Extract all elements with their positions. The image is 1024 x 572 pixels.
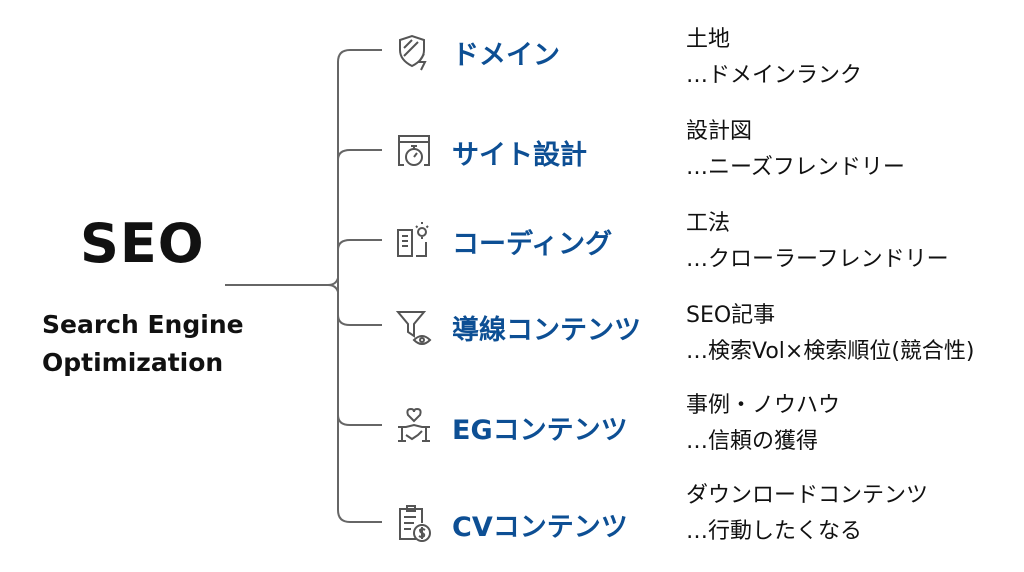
branch-desc-cv-content: ダウンロードコンテンツ …行動したくなる (686, 478, 928, 550)
branch-connector (337, 509, 382, 523)
branch-label-coding: コーディング (452, 229, 613, 260)
branch-connector (337, 414, 382, 426)
branch-desc-domain: 土地 …ドメインランク (686, 22, 862, 94)
branch-connector (337, 149, 382, 161)
browser-stopwatch-icon (398, 135, 430, 166)
branch-label-domain: ドメイン (452, 40, 560, 71)
branch-label-cv-content: CVコンテンツ (452, 512, 628, 543)
desc-line-1: ダウンロードコンテンツ (686, 483, 929, 508)
root-title: SEO (80, 212, 205, 275)
desc-line-1: SEO記事 (686, 303, 776, 328)
desc-line-1: 工法 (686, 211, 731, 236)
branch-label-site-design: サイト設計 (452, 140, 587, 171)
desc-line-2: …ドメインランク (686, 63, 863, 88)
root-connector (225, 277, 339, 293)
branch-desc-eg-content: 事例・ノウハウ …信頼の獲得 (686, 388, 840, 460)
handshake-heart-icon (398, 407, 430, 442)
desc-line-2: …検索Vol×検索順位(競合性) (686, 339, 975, 364)
branch-label-eg-content: EGコンテンツ (452, 415, 628, 446)
desc-line-1: 設計図 (686, 119, 753, 144)
branch-connector (337, 49, 382, 63)
root-subtitle: Search Engine Optimization (42, 306, 244, 382)
branch-connector (337, 239, 382, 251)
desc-line-2: …クローラーフレンドリー (686, 247, 949, 272)
desc-line-1: 土地 (686, 27, 731, 52)
desc-line-2: …ニーズフレンドリー (686, 155, 905, 180)
subtitle-line-1: Search Engine (42, 310, 244, 339)
branch-desc-lead-content: SEO記事 …検索Vol×検索順位(競合性) (686, 298, 975, 370)
desc-line-2: …行動したくなる (686, 519, 863, 544)
branch-desc-site-design: 設計図 …ニーズフレンドリー (686, 114, 905, 186)
clipboard-dollar-icon (399, 505, 431, 542)
branch-desc-coding: 工法 …クローラーフレンドリー (686, 206, 949, 278)
shield-bolt-icon (399, 34, 427, 71)
funnel-eye-icon (395, 311, 432, 345)
branch-connector (337, 314, 382, 326)
desc-line-1: 事例・ノウハウ (686, 393, 841, 418)
subtitle-line-2: Optimization (42, 348, 224, 377)
book-lightbulb-icon (397, 222, 429, 257)
branch-label-lead-content: 導線コンテンツ (452, 315, 641, 346)
desc-line-2: …信頼の獲得 (686, 429, 819, 454)
